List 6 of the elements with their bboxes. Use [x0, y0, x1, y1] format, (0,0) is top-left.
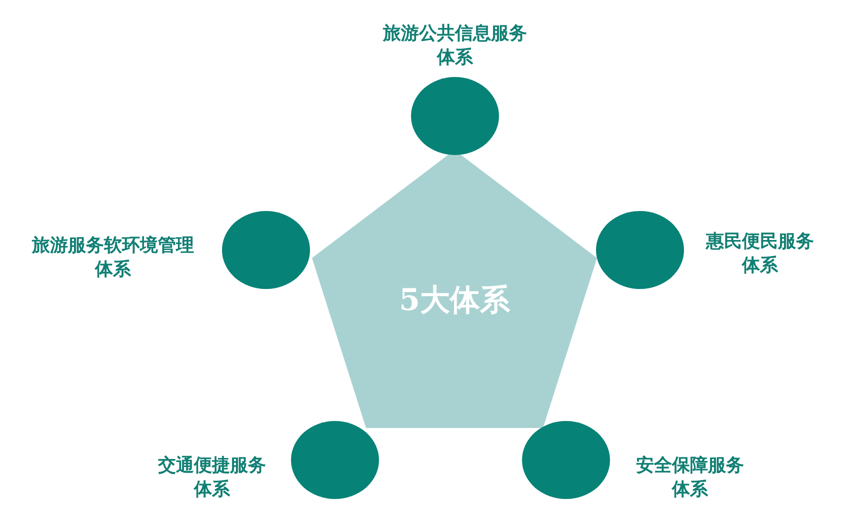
center-title: 5大体系 — [398, 282, 511, 320]
circle-label: 交通便捷服务体系 — [157, 454, 267, 502]
circle-label: 旅游公共信息服务体系 — [382, 22, 528, 70]
circle-label: 安全保障服务体系 — [635, 454, 745, 502]
circle-label: 旅游服务软环境管理体系 — [30, 234, 195, 282]
circle-label: 惠民便民服务体系 — [704, 230, 815, 278]
